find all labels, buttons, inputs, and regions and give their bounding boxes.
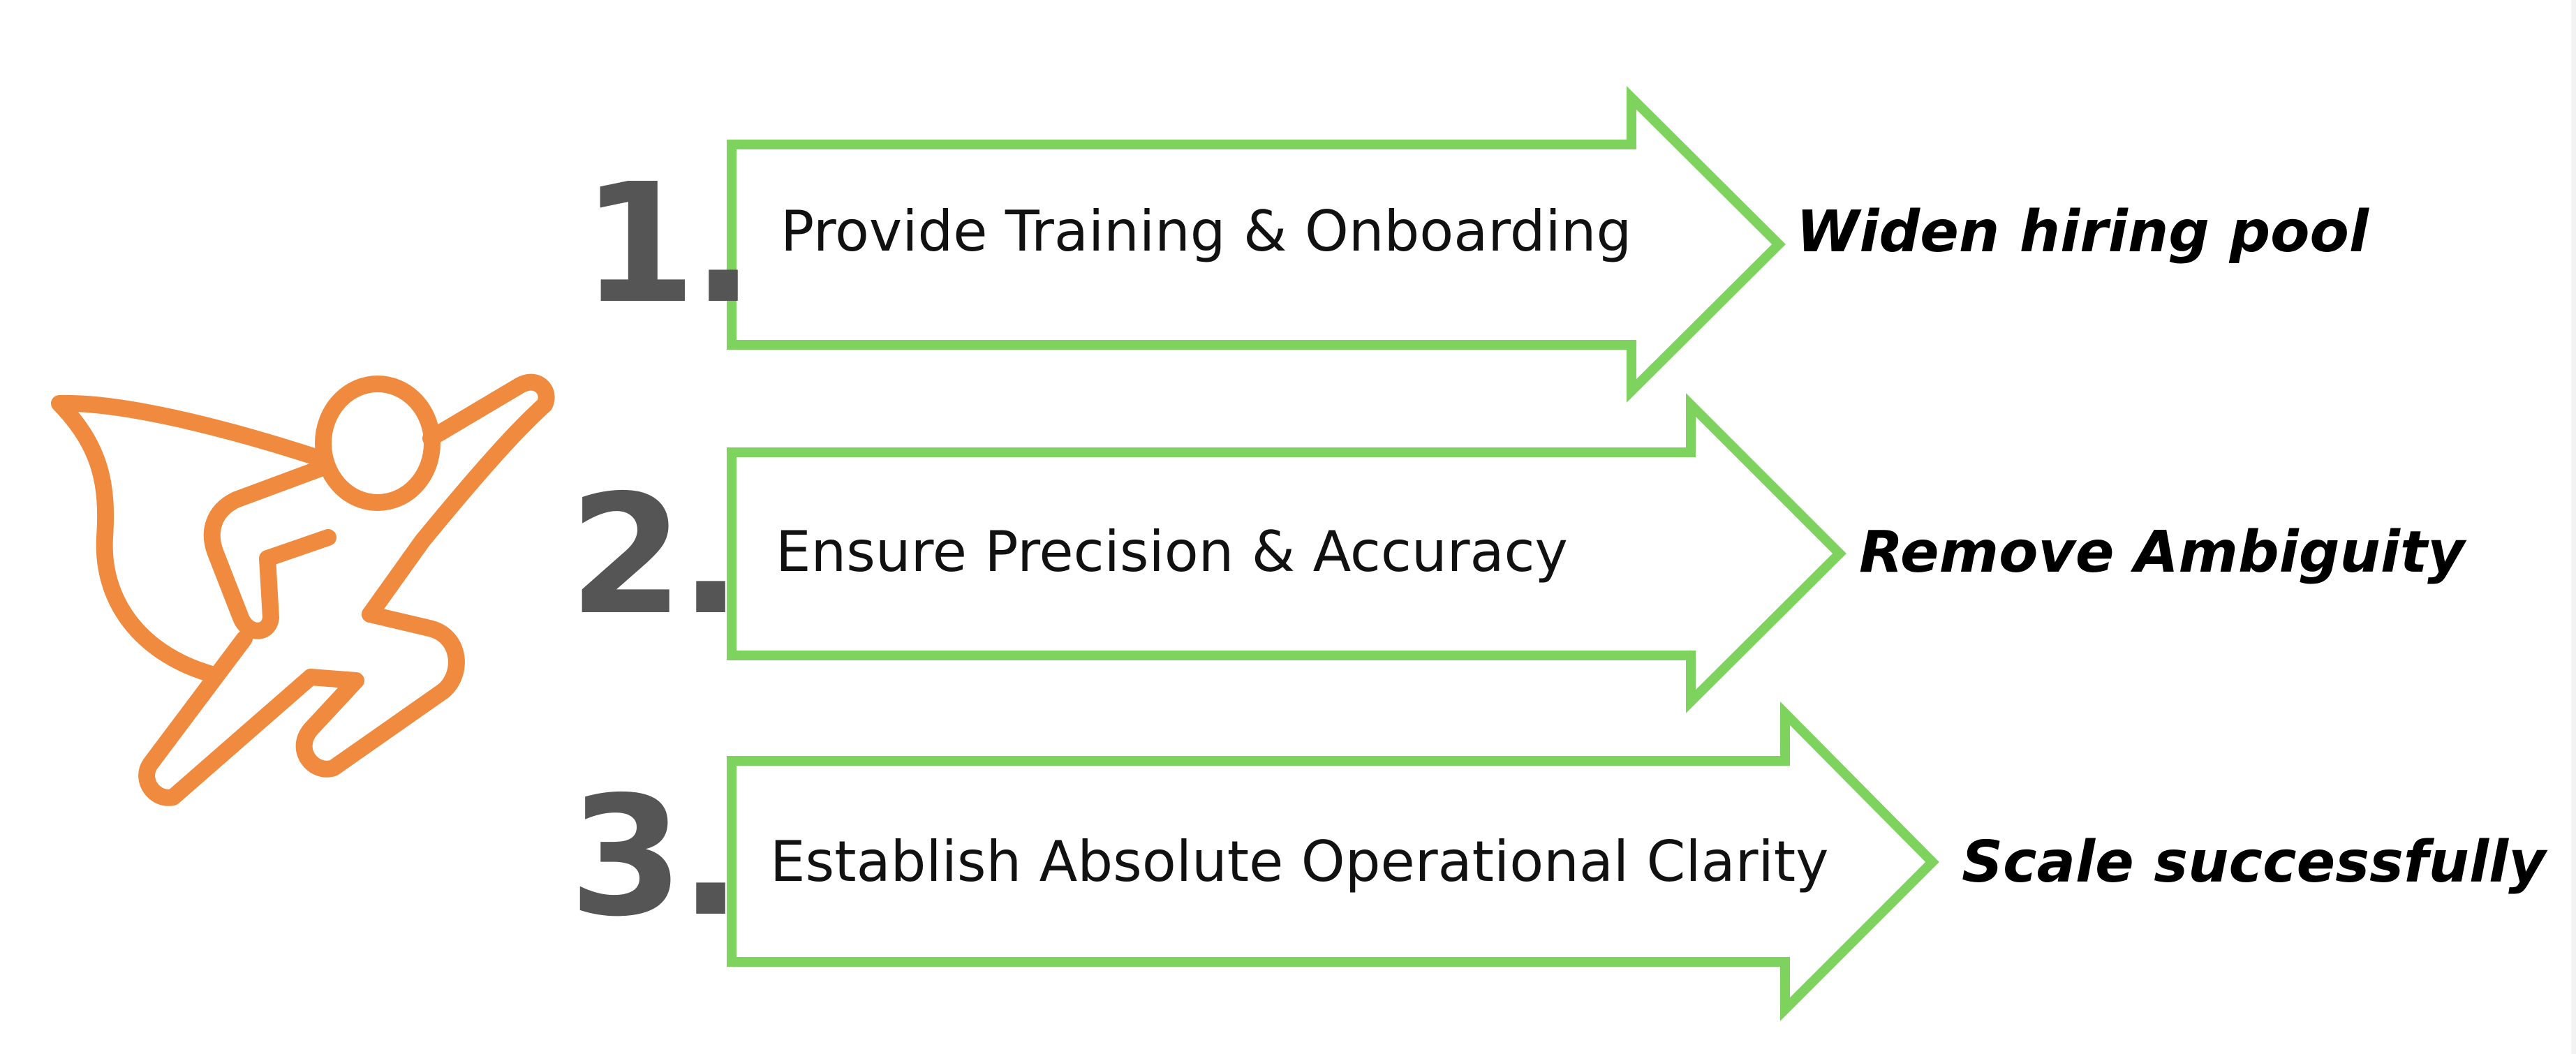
step-3-outcome: Scale successfully: [1962, 829, 2546, 896]
step-2-outcome: Remove Ambiguity: [1859, 519, 2465, 586]
step-2-label: Ensure Precision & Accuracy: [776, 519, 1568, 584]
step-2-arrow-shape: [727, 393, 1846, 713]
step-2-number: 2.: [569, 459, 742, 651]
step-3-arrow-shape: [727, 701, 1939, 1021]
step-3-label: Establish Absolute Operational Clarity: [770, 829, 1829, 894]
step-1-arrow-shape: [727, 86, 1786, 403]
step-1-number: 1.: [582, 148, 755, 340]
right-edge-rule: [2571, 0, 2576, 1054]
step-1-outcome: Widen hiring pool: [1796, 199, 2369, 265]
step-3-number: 3.: [569, 761, 742, 953]
step-1-label: Provide Training & Onboarding: [780, 199, 1632, 264]
